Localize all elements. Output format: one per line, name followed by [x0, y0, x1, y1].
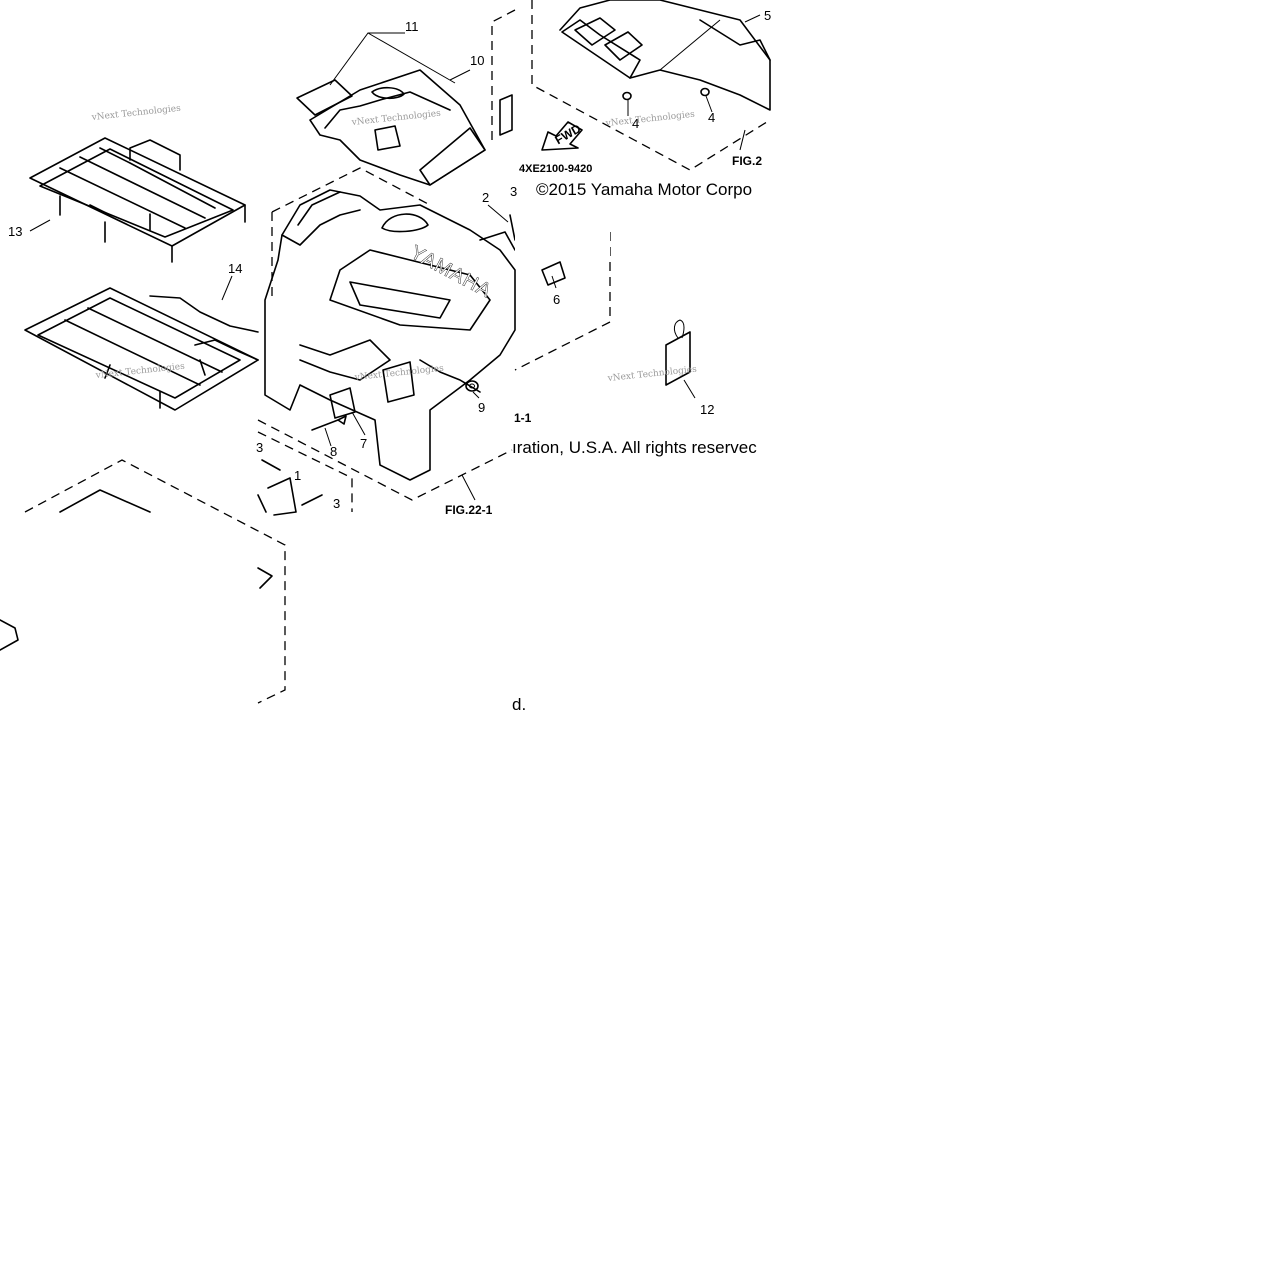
callout-12: 12 — [700, 402, 714, 417]
front-carrier — [24, 287, 259, 411]
watermark-1: vNext Technologies — [90, 104, 181, 123]
callout-4-right: 4 — [708, 110, 715, 125]
callout-3-top: 3 — [510, 184, 517, 199]
callout-9: 9 — [478, 400, 485, 415]
fig-ref-22-1: FIG.22-1 — [445, 503, 493, 517]
copyright-line-3: d. — [512, 695, 526, 714]
fig-ref-2: FIG.2 — [732, 154, 762, 168]
fwd-arrow-icon: FWD — [541, 121, 584, 151]
callout-4-left: 4 — [632, 116, 639, 131]
callout-14: 14 — [228, 261, 242, 276]
callout-1: 1 — [294, 468, 301, 483]
watermark-2: vNext Technologies — [350, 109, 441, 128]
partial-parts-right — [499, 94, 516, 241]
watermark-5: vNext Technologies — [353, 364, 444, 383]
copyright-line-2: ıration, U.S.A. All rights reservec — [512, 438, 757, 457]
callout-5: 5 — [764, 8, 771, 23]
panel-frame-fender — [257, 167, 611, 512]
fig-ref-1-1: 1-1 — [514, 411, 532, 425]
fwd-label: FWD — [553, 121, 584, 147]
copyright-line-1: ©2015 Yamaha Motor Corpo — [536, 180, 752, 199]
callout-3-left: 3 — [256, 440, 263, 455]
panel-frame-lower-left — [0, 459, 286, 704]
callout-2: 2 — [482, 190, 489, 205]
decal-7 — [329, 361, 415, 419]
watermark-4: vNext Technologies — [94, 362, 185, 381]
diagram-code: 4XE2100-9420 — [519, 163, 592, 175]
lower-small-parts — [257, 459, 323, 516]
callout-7: 7 — [360, 436, 367, 451]
front-cowl — [559, 0, 771, 111]
callout-3-right: 3 — [333, 496, 340, 511]
callout-10: 10 — [470, 53, 484, 68]
callout-6: 6 — [553, 292, 560, 307]
fender-decal-text: YAMAHA — [407, 241, 496, 302]
grommet-9 — [465, 380, 479, 392]
rear-carrier-13 — [29, 137, 246, 263]
panel-frame-top-right — [491, 0, 771, 171]
callout-11: 11 — [405, 19, 419, 34]
callout-13: 13 — [8, 224, 22, 239]
callout-8: 8 — [330, 444, 337, 459]
leader-lines — [29, 14, 761, 501]
watermark-3: vNext Technologies — [604, 110, 695, 129]
watermark-6: vNext Technologies — [606, 365, 697, 384]
tag-12 — [665, 319, 691, 386]
seat-cover-10 — [296, 69, 486, 186]
decal-6 — [541, 261, 566, 286]
rivet-8 — [311, 415, 347, 431]
rear-fender — [264, 189, 516, 481]
